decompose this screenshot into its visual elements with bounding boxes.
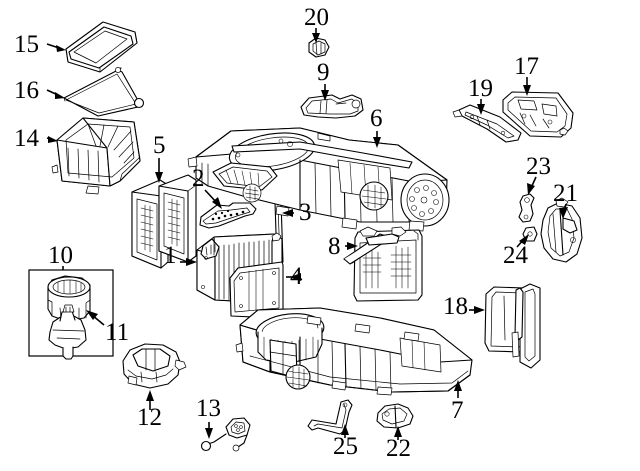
part-21-door-lever-arm (540, 197, 583, 263)
part-17-control-module (502, 91, 574, 138)
part-12-blower-motor-cover (122, 343, 187, 389)
callout-label-13[interactable]: 13 (196, 395, 221, 422)
callout-label-15[interactable]: 15 (14, 31, 39, 58)
callout-label-2[interactable]: 2 (192, 165, 205, 192)
callout-label-14[interactable]: 14 (14, 125, 39, 152)
callout-label-8[interactable]: 8 (328, 233, 341, 260)
part-10-blower-motor (48, 304, 87, 360)
callout-label-6[interactable]: 6 (370, 105, 383, 132)
part-14-inlet-air-housing (51, 117, 141, 195)
callout-label-20[interactable]: 20 (304, 4, 329, 31)
callout-label-9[interactable]: 9 (317, 59, 330, 86)
part-11-blower-wheel (47, 275, 91, 322)
callout-label-18[interactable]: 18 (443, 293, 468, 320)
part-8-heater-core (343, 226, 423, 302)
callout-label-11[interactable]: 11 (105, 319, 130, 346)
part-4-cover-plate (229, 261, 284, 319)
part-20-vacuum-actuator-cap (308, 37, 330, 58)
part-6-upper-case-half (187, 127, 450, 232)
part-23-link-clip (518, 193, 535, 223)
part-18-mode-door (484, 283, 541, 369)
callout-label-16[interactable]: 16 (14, 77, 39, 104)
callout-label-10[interactable]: 10 (48, 242, 73, 269)
part-7-lower-case-half (235, 307, 473, 396)
callout-label-3[interactable]: 3 (299, 199, 312, 226)
part-9-actuator-bracket (300, 94, 364, 119)
callout-label-4[interactable]: 4 (290, 263, 303, 290)
callout-label-24[interactable]: 24 (503, 242, 528, 269)
callout-label-12[interactable]: 12 (137, 404, 162, 431)
part-5-cabin-air-filter (131, 174, 197, 269)
callout-label-22[interactable]: 22 (386, 435, 411, 462)
part-15-filter-access-cover (65, 21, 138, 73)
callout-label-17[interactable]: 17 (514, 53, 539, 80)
part-2-seal-strip (199, 202, 257, 229)
callout-label-1[interactable]: 1 (164, 242, 177, 269)
callout-label-23[interactable]: 23 (526, 153, 551, 180)
callout-label-25[interactable]: 25 (333, 433, 358, 460)
callout-label-7[interactable]: 7 (451, 397, 464, 424)
callout-label-5[interactable]: 5 (153, 132, 166, 159)
part-25-linkage-rod (307, 399, 353, 435)
callout-label-19[interactable]: 19 (468, 75, 493, 102)
part-16-filter-cover-seal (63, 67, 145, 117)
part-22-temperature-sensor (376, 403, 414, 429)
callout-label-21[interactable]: 21 (553, 180, 578, 207)
part-13-resistor-harness (200, 417, 251, 452)
callout-leaders (46, 28, 568, 440)
